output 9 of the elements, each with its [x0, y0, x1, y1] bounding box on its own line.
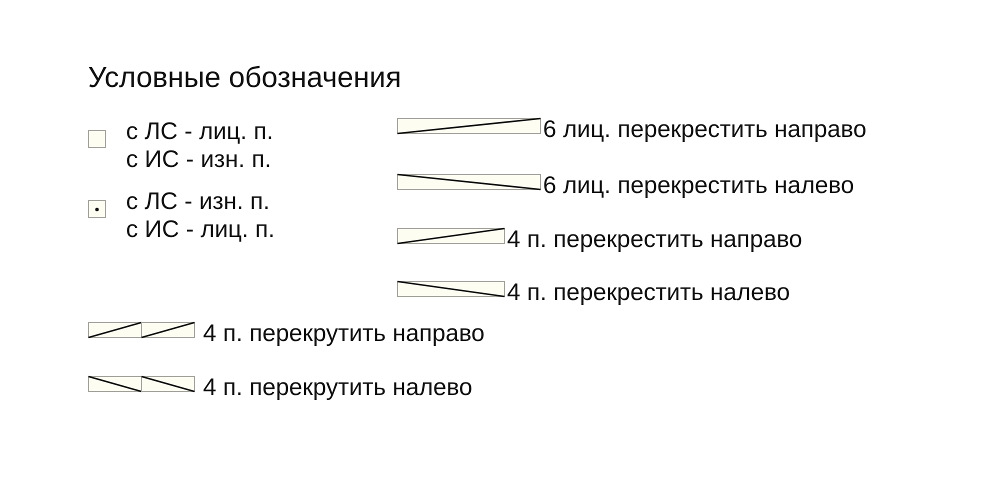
legend-text: 4 п. перекрутить направо	[203, 320, 485, 348]
legend-text: 6 лиц. перекрестить направо	[543, 116, 866, 144]
legend-text: 6 лиц. перекрестить налево	[543, 172, 854, 200]
legend-text: с ЛС - лиц. п. с ИС - изн. п.	[126, 118, 274, 174]
legend-text: 4 п. перекрестить налево	[507, 279, 790, 307]
legend-text: 4 п. перекрутить налево	[203, 374, 472, 402]
legend-text: с ЛС - изн. п. с ИС - лиц. п.	[126, 188, 276, 244]
legend-title: Условные обозначения	[88, 62, 402, 95]
legend-text: 4 п. перекрестить направо	[507, 226, 802, 254]
